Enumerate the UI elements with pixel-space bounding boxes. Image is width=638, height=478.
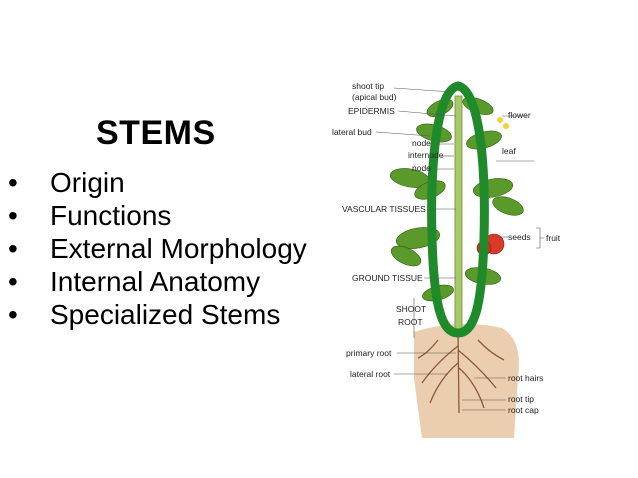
label-shoot-tip: shoot tip [352, 81, 384, 91]
topic-list: •Origin •Functions •External Morphology … [8, 168, 308, 333]
soil-area [414, 323, 519, 438]
main-stem [454, 95, 463, 331]
label-root: ROOT [398, 317, 423, 327]
label-root-tip: root tip [508, 394, 534, 404]
label-node-lower: node [412, 163, 431, 173]
topic-label: External Morphology [50, 233, 307, 264]
topic-label: Functions [50, 200, 172, 231]
bullet-marker: • [8, 233, 18, 264]
label-primary-root: primary root [346, 348, 392, 358]
label-leaf: leaf [502, 146, 516, 156]
label-apical-bud: (apical bud) [352, 92, 397, 102]
label-root-cap: root cap [508, 405, 539, 415]
flower [497, 117, 509, 129]
topic-item: • Specialized Stems [8, 300, 308, 330]
bullet-marker: • [8, 200, 18, 231]
label-vascular-tissues: VASCULAR TISSUES [342, 204, 426, 214]
label-lateral-root: lateral root [350, 369, 391, 379]
highlight-oval [427, 81, 489, 338]
label-root-hairs: root hairs [508, 373, 543, 383]
root-system [417, 327, 505, 414]
topic-item: • Internal Anatomy [8, 267, 308, 297]
label-flower: flower [508, 110, 531, 120]
label-ground-tissue: GROUND TISSUE [352, 273, 423, 283]
bullet-marker: • [8, 266, 18, 297]
label-node-upper: node [412, 138, 431, 148]
label-seeds: seeds [508, 232, 531, 242]
topic-label: Internal Anatomy [50, 266, 261, 297]
plant-diagram: shoot tip (apical bud) EPIDERMIS lateral… [318, 78, 604, 438]
label-epidermis: EPIDERMIS [348, 106, 395, 116]
label-lateral-bud: lateral bud [332, 127, 372, 137]
topic-item: • External Morphology [8, 234, 308, 264]
bullet-marker: • [8, 167, 18, 198]
plant-diagram-svg: shoot tip (apical bud) EPIDERMIS lateral… [332, 81, 561, 438]
topic-item: • Functions [8, 201, 308, 231]
label-leaders [375, 87, 534, 411]
topic-label: Specialized Stems [50, 299, 281, 330]
topic-label: Origin [50, 167, 125, 198]
fruit-bracket [536, 227, 544, 249]
label-fruit: fruit [546, 233, 561, 243]
label-internode: internode [408, 150, 444, 160]
bullet-marker: • [8, 299, 18, 330]
topic-item: • Origin [8, 168, 308, 198]
slide-title: STEMS [96, 114, 216, 152]
label-shoot: SHOOT [396, 304, 426, 314]
